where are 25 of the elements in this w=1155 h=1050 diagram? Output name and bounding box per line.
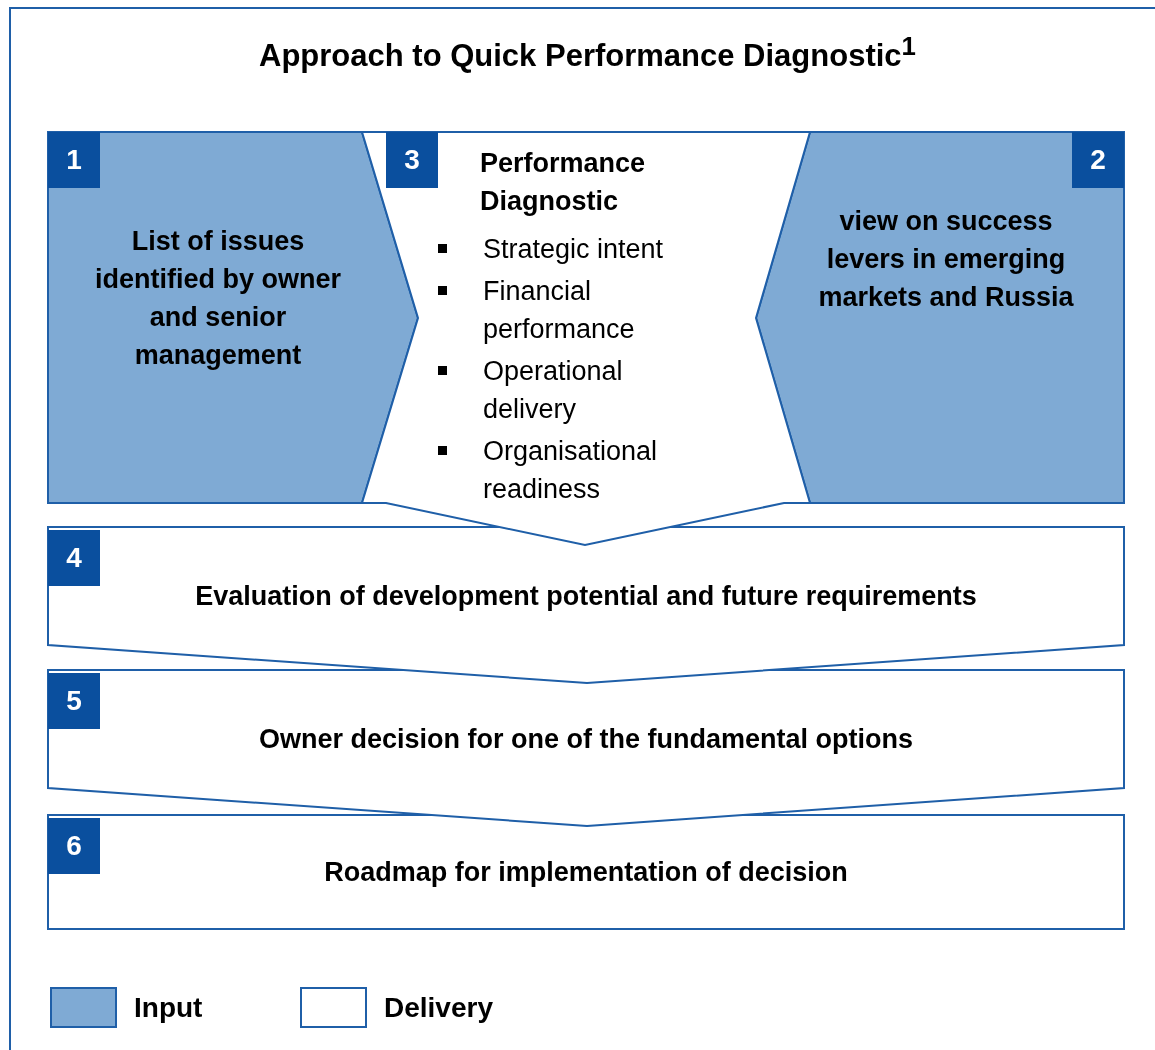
step-number: 6 xyxy=(48,818,100,874)
step-number: 2 xyxy=(1072,132,1124,188)
step-number: 5 xyxy=(48,673,100,729)
delivery-chevron-shape xyxy=(362,132,810,545)
step-title: List of issues identified by owner and senior management xyxy=(94,225,342,372)
step-title: Evaluation of development potential and future requirements xyxy=(194,580,978,613)
step-title: view on success levers in emerging markets and Russia xyxy=(817,205,1075,314)
diagram-title: Approach to Quick Performance Diagnostic$^{1}$ xyxy=(258,32,917,75)
input-arrow-shape xyxy=(756,132,1124,503)
bullet-item: Strategic intent xyxy=(483,233,665,266)
step-title: Performance Diagnostic xyxy=(480,147,647,218)
legend-label: Input xyxy=(134,992,203,1024)
legend-label: Delivery xyxy=(384,992,493,1024)
delivery-chevron-shape xyxy=(48,527,1124,683)
step-number: 3 xyxy=(386,132,438,188)
step-title: Owner decision for one of the fundamental options xyxy=(258,723,914,756)
step-title: Roadmap for implementation of decision xyxy=(323,856,849,889)
delivery-chevron-shape xyxy=(48,670,1124,826)
delivery-box xyxy=(48,815,1124,929)
step-number: 1 xyxy=(48,132,100,188)
step-number: 4 xyxy=(48,530,100,586)
bullet-item: Financial performance xyxy=(483,275,636,346)
input-arrow-shape xyxy=(48,132,418,503)
bullet-item: Organisational readiness xyxy=(483,435,659,506)
bullet-item: Operational delivery xyxy=(483,355,624,426)
